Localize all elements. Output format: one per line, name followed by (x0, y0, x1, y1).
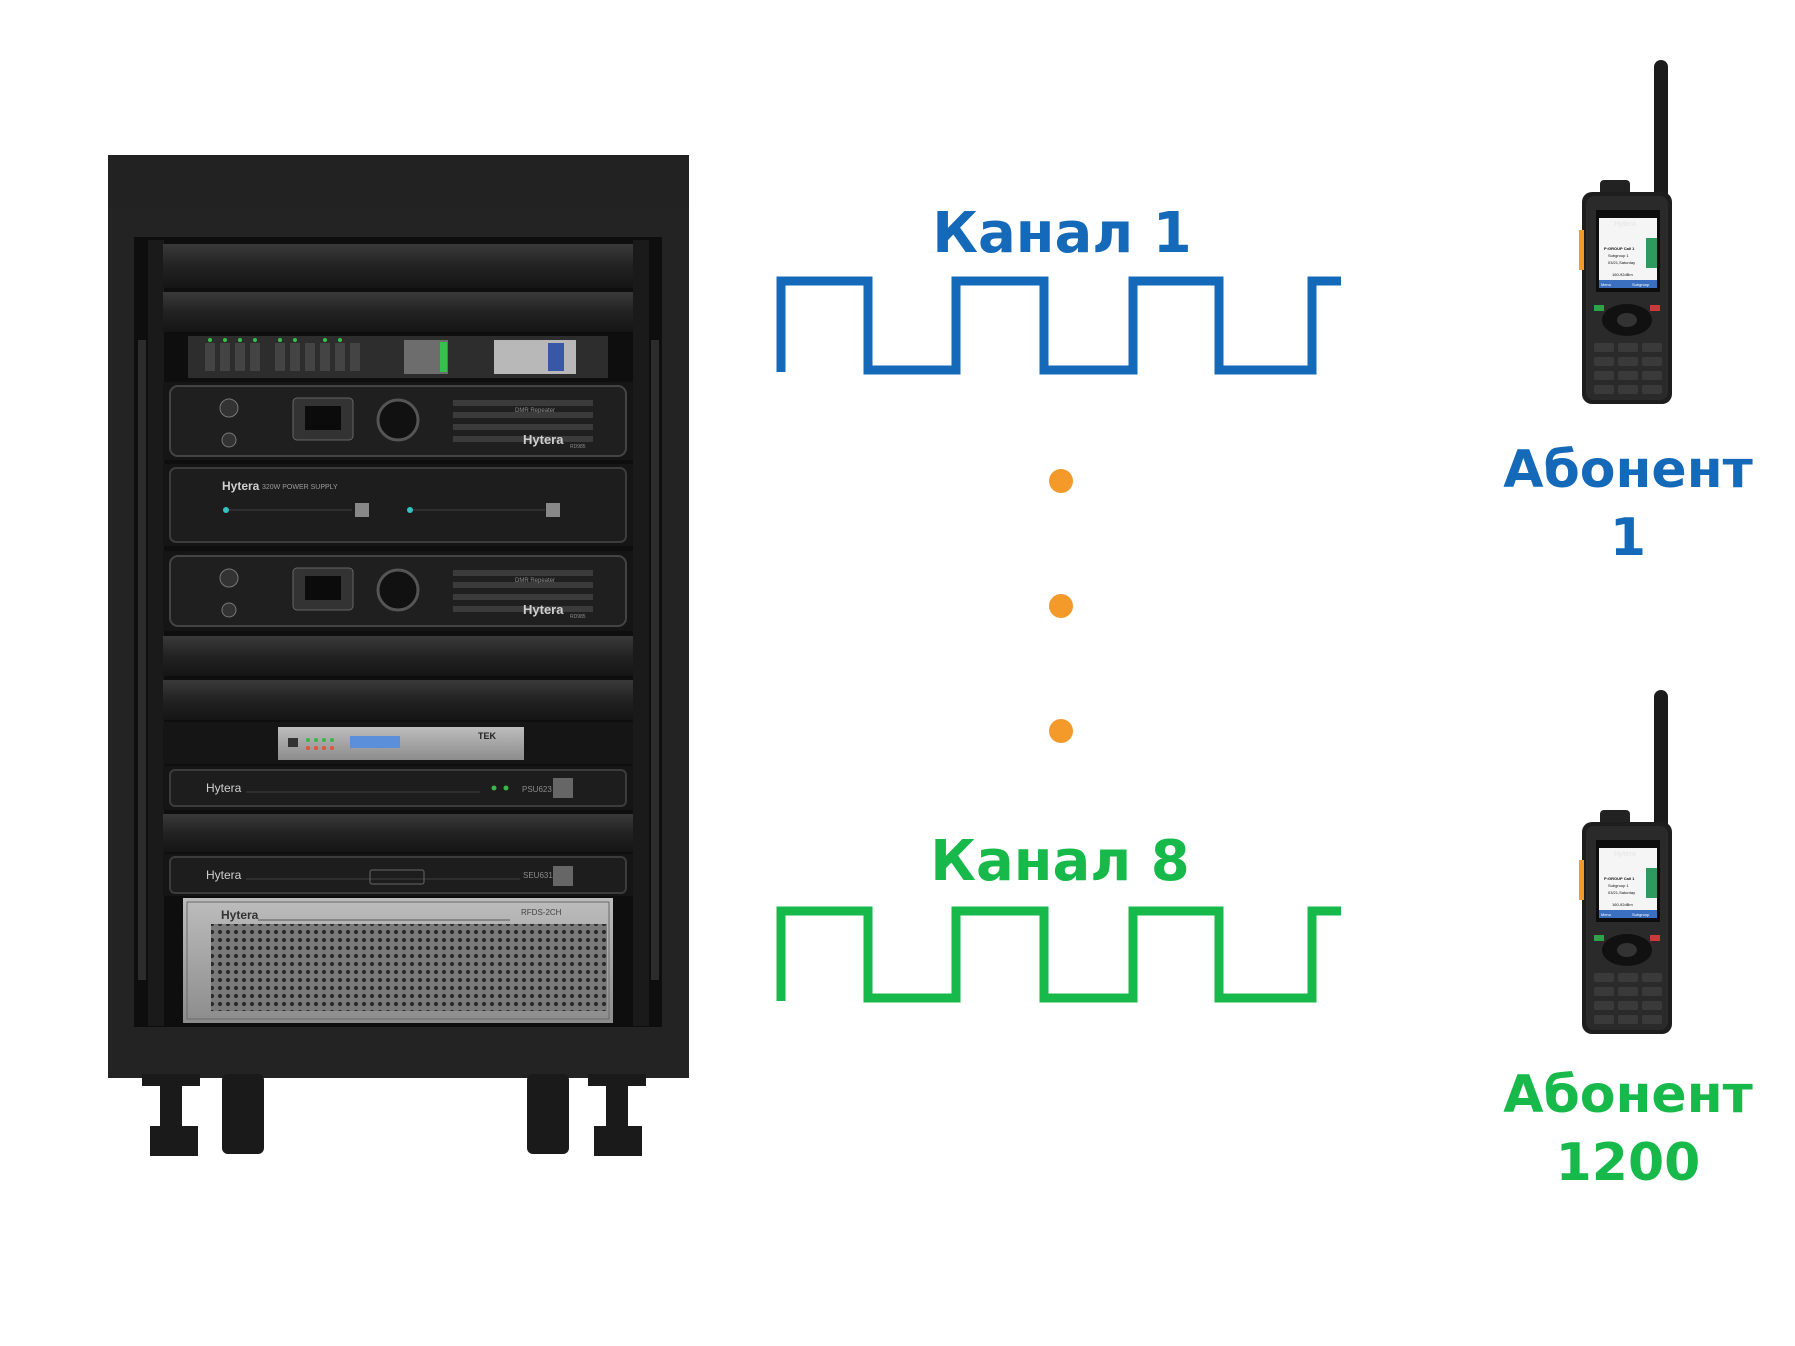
ellipsis-dots (1049, 469, 1073, 743)
repeater-2: Hytera DMR Repeater RD985 (163, 551, 633, 631)
repeater-2-model: RD985 (570, 614, 586, 620)
psu-brand: Hytera (222, 479, 260, 493)
channel-8-waveform (776, 906, 1341, 1003)
radio-1200-screen-line2: Subgroup 1 (1608, 883, 1629, 888)
rfds-brand: Hytera (221, 908, 259, 922)
network-switch: TEK (163, 722, 633, 764)
equipment-rack: Hytera DMR Repeater RD985 Hytera 320W PO… (108, 155, 689, 1156)
rfds-combiner: Hytera RFDS-2CH (183, 898, 613, 1023)
seu631-brand: Hytera (206, 868, 242, 882)
channel-1: Канал 1 (776, 201, 1341, 375)
breaker-panel (188, 336, 608, 378)
rfds-model: RFDS-2CH (521, 908, 562, 917)
radio-1-screen-line1: P:GROUP Call 1 (1604, 246, 1635, 251)
repeater-2-desc: DMR Repeater (515, 578, 555, 584)
power-supply-unit: Hytera 320W POWER SUPPLY (163, 464, 633, 546)
radio-1-screen-line2: Subgroup 1 (1608, 253, 1629, 258)
subscriber-1200-line2: 1200 (1556, 1133, 1701, 1193)
psu623-brand: Hytera (206, 781, 242, 795)
channel-8-label: Канал 8 (930, 829, 1190, 894)
subscriber-1200-line1: Абонент (1503, 1065, 1753, 1125)
radio-1: Hytera P:GROUP Call 1 Subgroup 1 03/21,S… (1579, 60, 1672, 404)
radio-1-screen-line3: 03/21,Saturday (1608, 260, 1635, 265)
channel-8: Канал 8 (776, 829, 1341, 1003)
channel-1-waveform (776, 276, 1341, 375)
psu623-model: PSU623 (522, 785, 552, 794)
repeater-2-brand: Hytera (523, 602, 564, 617)
seu631-unit: Hytera SEU631 (163, 854, 633, 896)
channel-1-label: Канал 1 (932, 201, 1192, 266)
radio-1-brand: Hytera (1614, 221, 1636, 228)
repeater-1-brand: Hytera (523, 432, 564, 447)
radio-1-softkey-left: Menu (1601, 282, 1611, 287)
switch-brand: TEK (478, 731, 497, 741)
radio-1200-screen-line1: P:GROUP Call 1 (1604, 876, 1635, 881)
radio-1-softkey-right: Subgroup (1632, 282, 1650, 287)
seu631-model: SEU631 (523, 871, 553, 880)
subscriber-1-line1: Абонент (1503, 440, 1753, 500)
radio-1200-screen-line4: 160-92dBm (1612, 902, 1633, 907)
psu623-unit: Hytera PSU623 (163, 766, 633, 810)
radio-1200-screen-line3: 03/21,Saturday (1608, 890, 1635, 895)
subscriber-1-line2: 1 (1610, 508, 1646, 568)
radio-1-screen-line4: 160-92dBm (1612, 272, 1633, 277)
repeater-1: Hytera DMR Repeater RD985 (163, 382, 633, 460)
radio-1200-softkey-right: Subgroup (1632, 912, 1650, 917)
radio-1200: Hytera P:GROUP Call 1 Subgroup 1 03/21,S… (1579, 690, 1672, 1034)
repeater-1-desc: DMR Repeater (515, 408, 555, 414)
psu-label: 320W POWER SUPPLY (262, 484, 338, 491)
radio-1200-brand: Hytera (1614, 851, 1636, 858)
repeater-1-model: RD985 (570, 444, 586, 450)
rack-feet (142, 1074, 646, 1156)
radio-1200-softkey-left: Menu (1601, 912, 1611, 917)
